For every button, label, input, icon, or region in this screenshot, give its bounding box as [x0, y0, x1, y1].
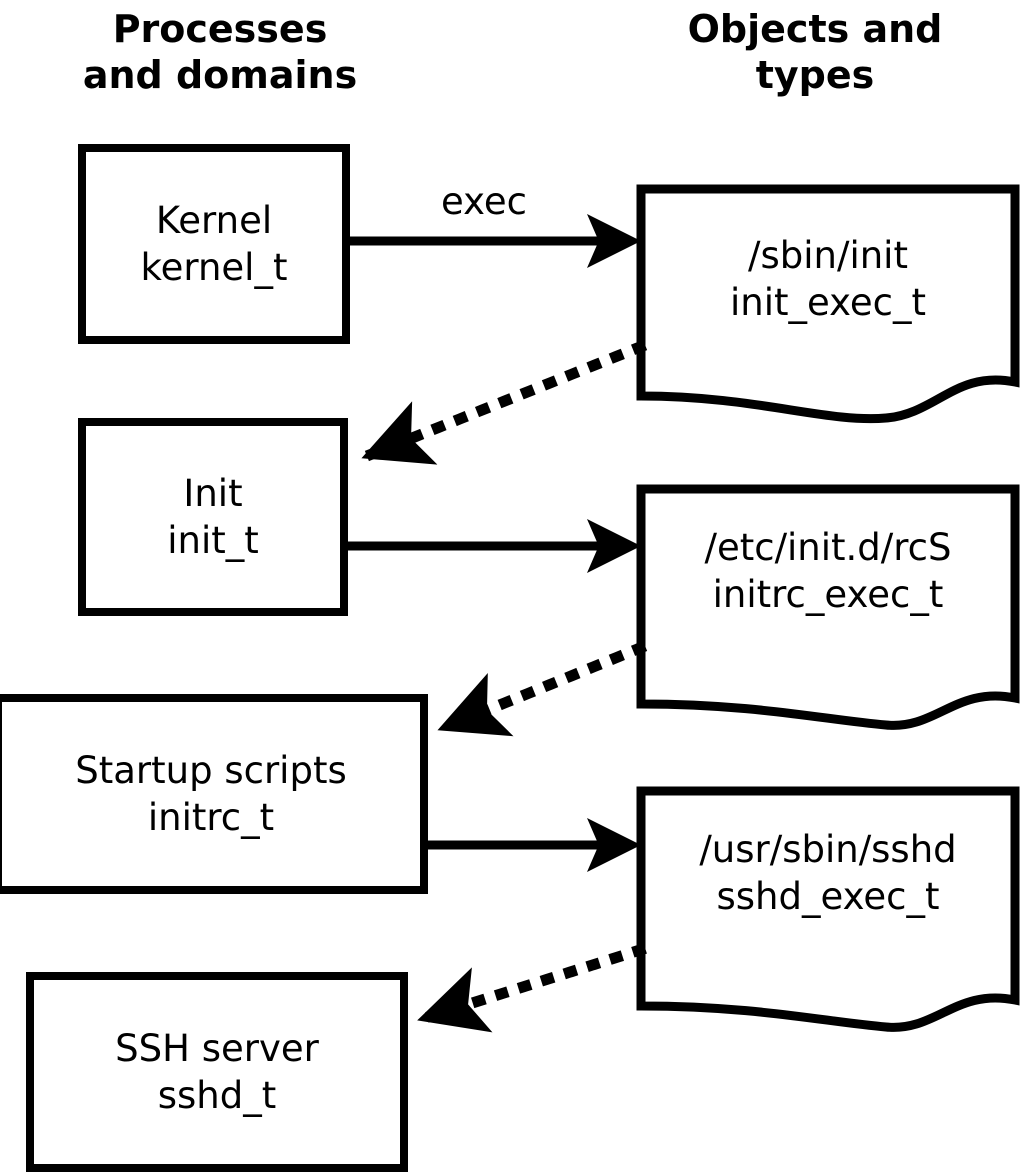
column-header-objects: Objects and types: [687, 7, 943, 97]
process-box-startup-scripts[interactable]: Startup scripts initrc_t: [0, 694, 428, 894]
process-title: SSH server: [115, 1027, 319, 1070]
edge-label-exec: exec: [441, 180, 527, 223]
edge-init-exec-transition: [361, 339, 648, 465]
process-title: Init: [183, 472, 243, 515]
document-shape-icon: [636, 484, 1020, 730]
column-header-processes: Processes and domains: [82, 7, 358, 97]
document-shape-icon: [636, 786, 1020, 1032]
process-type: init_t: [167, 519, 259, 562]
object-doc-sshd-exec[interactable]: /usr/sbin/sshd sshd_exec_t: [636, 786, 1020, 1034]
edge-sshd-transition: [417, 943, 647, 1033]
object-doc-init-exec[interactable]: /sbin/init init_exec_t: [636, 184, 1020, 424]
edge-initrc-transition: [437, 640, 648, 737]
document-shape-icon: [636, 184, 1020, 424]
process-title: Startup scripts: [75, 749, 347, 792]
object-doc-initrc-exec[interactable]: /etc/init.d/rcS initrc_exec_t: [636, 484, 1020, 732]
process-type: sshd_t: [157, 1074, 277, 1117]
process-box-ssh-server[interactable]: SSH server sshd_t: [26, 972, 408, 1172]
process-title: Kernel: [155, 199, 273, 242]
process-type: kernel_t: [140, 246, 288, 289]
process-box-init[interactable]: Init init_t: [78, 418, 348, 616]
process-box-kernel[interactable]: Kernel kernel_t: [78, 144, 350, 344]
process-type: initrc_t: [147, 796, 275, 839]
